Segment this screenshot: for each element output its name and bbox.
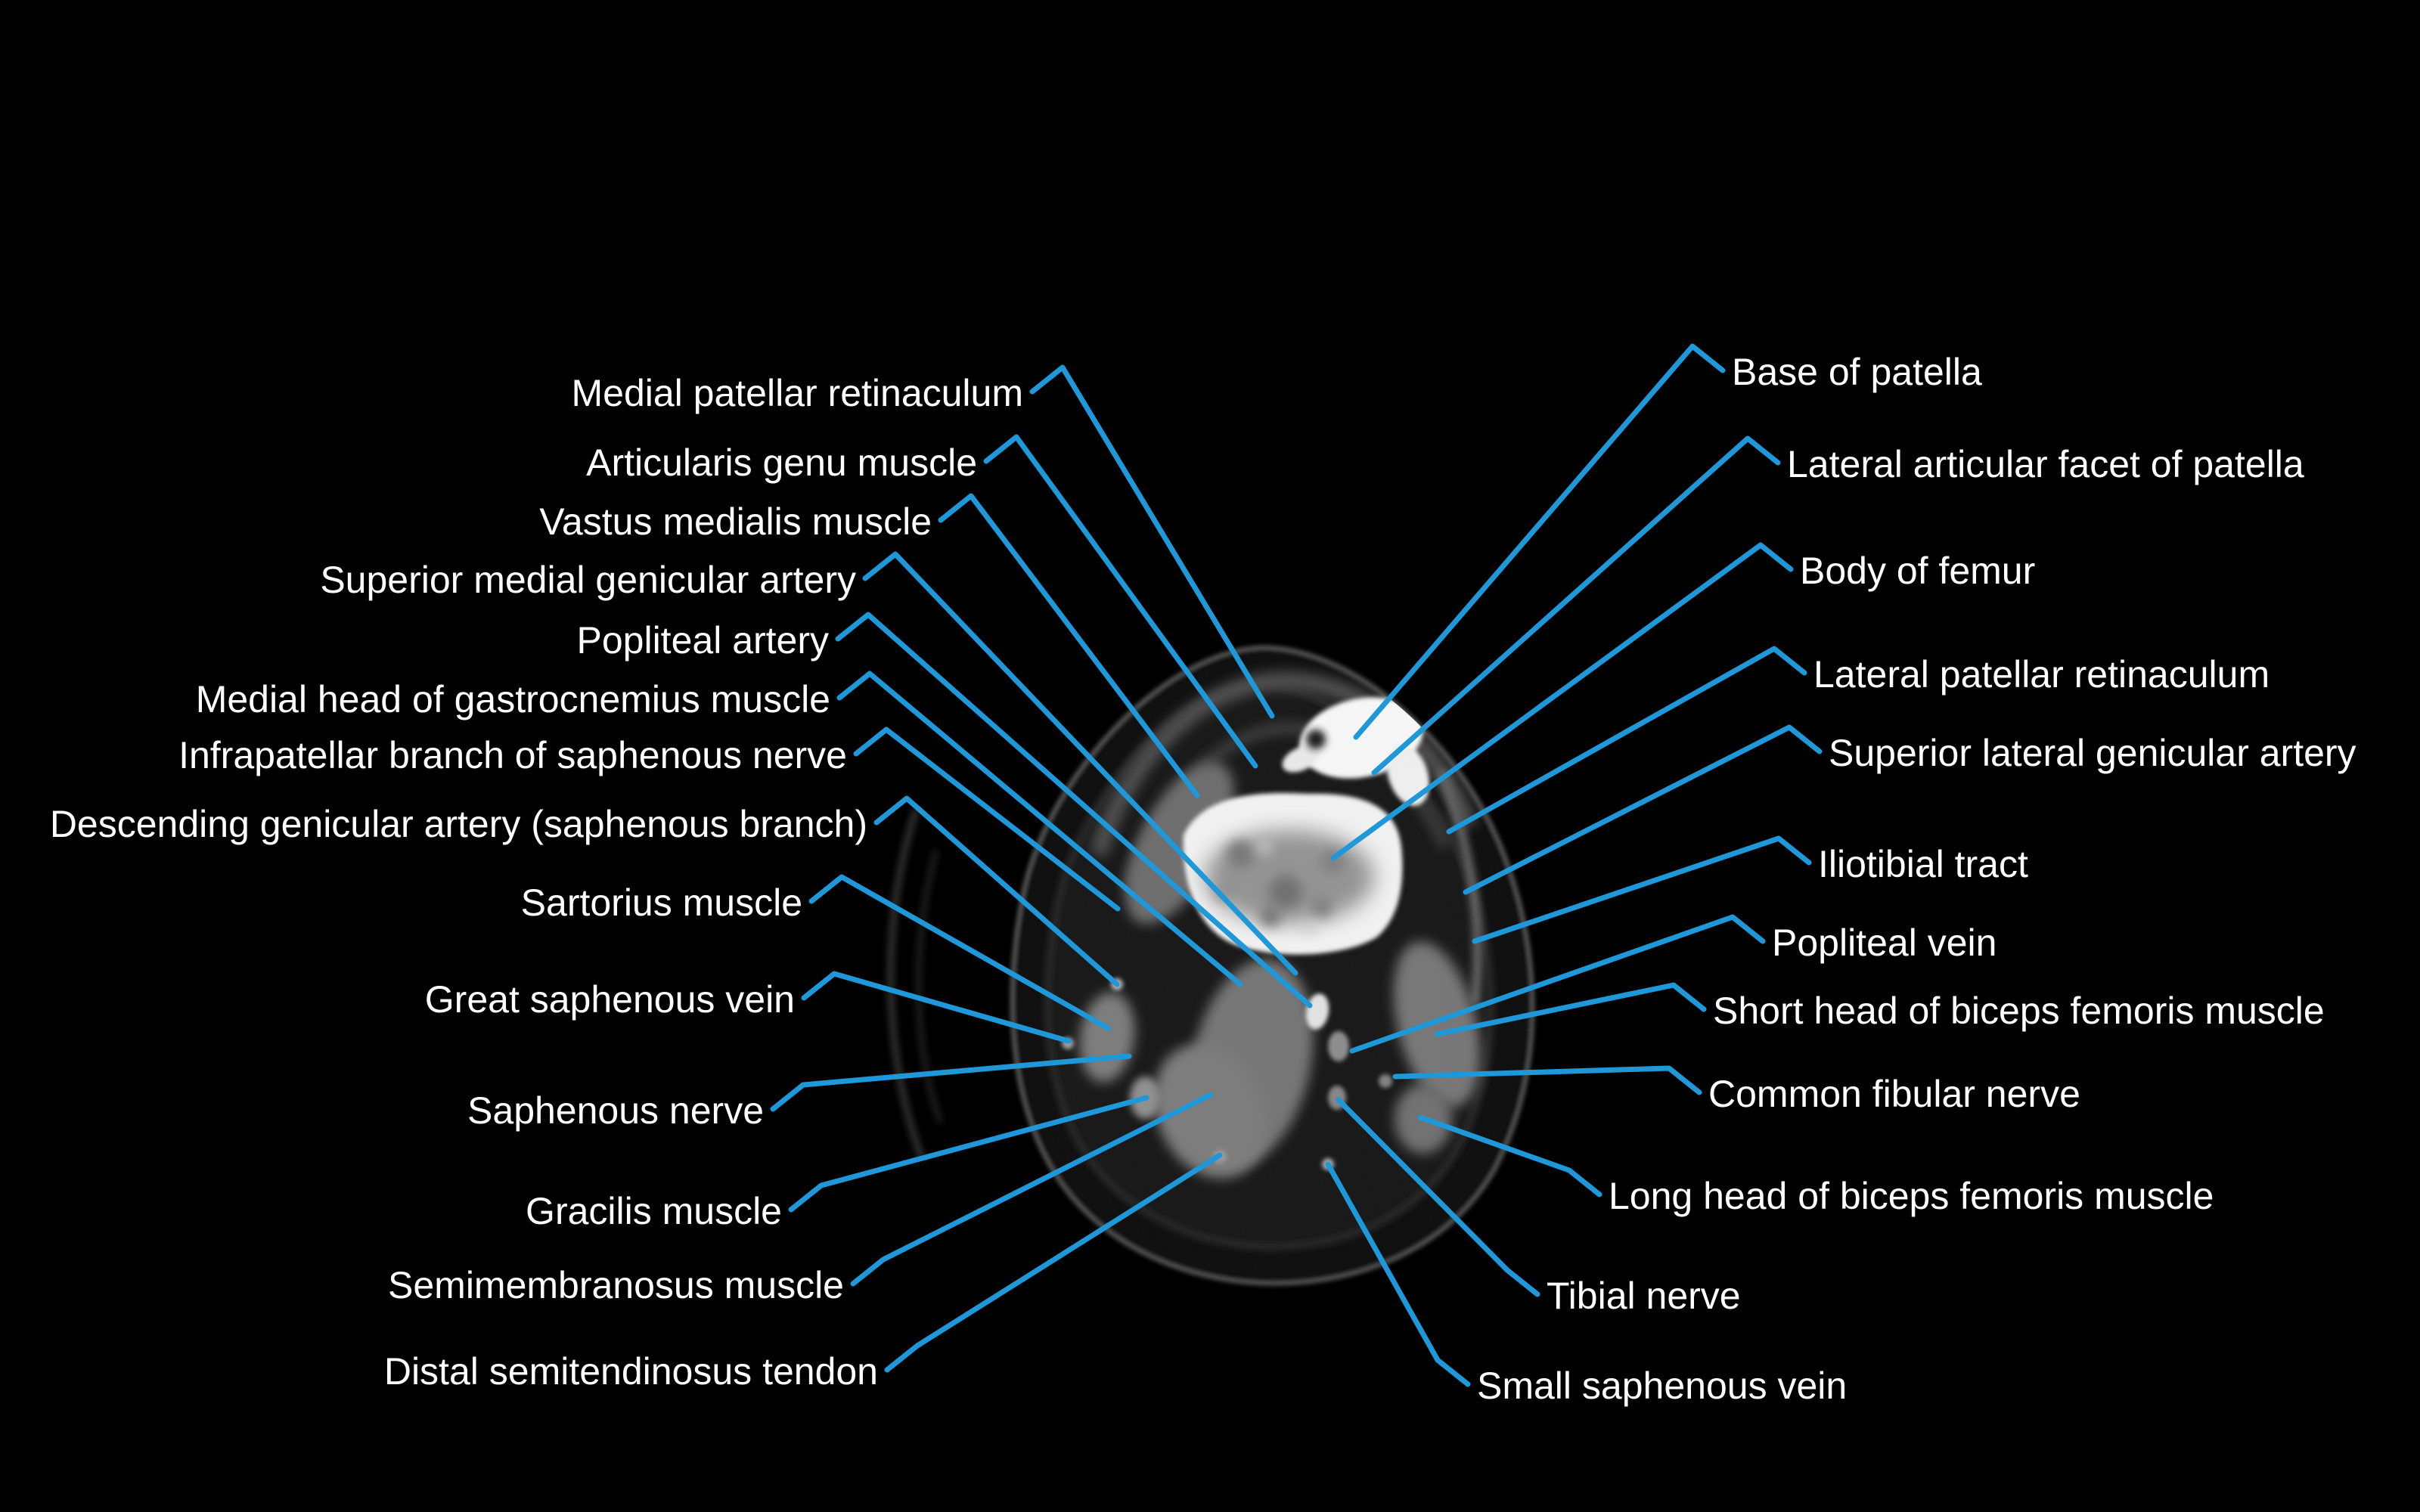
anatomy-label-medial-patellar-retinaculum: Medial patellar retinaculum [571,372,1023,414]
leader-line-saphenous-nerve [770,1053,1132,1112]
anatomy-label-vastus-medialis-muscle: Vastus medialis muscle [539,500,932,543]
leader-line-descending-genicular-artery-saphenous-branch [873,795,1120,987]
leader-line-medial-head-of-gastrocnemius-muscle [836,671,1243,987]
anatomy-label-lateral-patellar-retinaculum: Lateral patellar retinaculum [1813,653,2270,696]
leader-line-common-fibular-nerve [1392,1065,1702,1095]
anatomy-label-iliotibial-tract: Iliotibial tract [1818,843,2028,885]
contralateral-leg-inner-edge [917,850,943,1123]
anatomy-label-superior-lateral-genicular-artery: Superior lateral genicular artery [1829,732,2356,774]
anatomy-label-base-of-patella: Base of patella [1732,351,1982,393]
anatomy-label-tibial-nerve: Tibial nerve [1547,1275,1741,1317]
anatomy-label-long-head-of-biceps-femoris-muscle: Long head of biceps femoris muscle [1609,1175,2214,1217]
leader-line-body-of-femur [1330,542,1794,861]
leader-line-base-of-patella [1353,343,1726,740]
leader-line-vastus-medialis-muscle [938,493,1200,798]
anatomy-label-lateral-articular-facet-of-patella: Lateral articular facet of patella [1787,443,2304,485]
leader-line-lateral-patellar-retinaculum [1446,646,1807,835]
leader-line-long-head-of-biceps-femoris-muscle [1417,1114,1602,1198]
leader-line-distal-semitendinosus-tendon [884,1152,1223,1373]
anatomy-label-saphenous-nerve: Saphenous nerve [467,1089,764,1132]
anatomy-label-descending-genicular-artery-saphenous-branch: Descending genicular artery (saphenous b… [50,803,867,845]
anatomy-label-small-saphenous-vein: Small saphenous vein [1477,1365,1847,1407]
leader-line-popliteal-artery [835,612,1313,1009]
anatomy-label-medial-head-of-gastrocnemius-muscle: Medial head of gastrocnemius muscle [196,678,830,720]
leader-line-short-head-of-biceps-femoris-muscle [1434,982,1707,1037]
anatomy-label-gracilis-muscle: Gracilis muscle [526,1190,782,1232]
anatomy-label-distal-semitendinosus-tendon: Distal semitendinosus tendon [384,1350,878,1393]
anatomy-label-great-saphenous-vein: Great saphenous vein [425,978,795,1021]
leader-line-articularis-genu-muscle [983,434,1258,769]
leader-line-lateral-articular-facet-of-patella [1371,435,1781,776]
anatomy-label-semimembranosus-muscle: Semimembranosus muscle [388,1264,844,1306]
leader-line-popliteal-vein [1349,914,1766,1054]
leader-line-tibial-nerve [1336,1097,1540,1297]
anatomy-label-body-of-femur: Body of femur [1800,550,2035,592]
leader-line-great-saphenous-vein [801,971,1072,1044]
leader-line-superior-medial-genicular-artery [862,551,1298,976]
leader-line-gracilis-muscle [788,1095,1150,1213]
anatomy-label-common-fibular-nerve: Common fibular nerve [1708,1073,2080,1115]
contralateral-leg-edge [888,808,925,1162]
anatomy-label-short-head-of-biceps-femoris-muscle: Short head of biceps femoris muscle [1713,990,2325,1032]
anatomy-label-superior-medial-genicular-artery: Superior medial genicular artery [320,559,856,601]
leader-line-medial-patellar-retinaculum [1029,364,1275,719]
leader-line-infrapatellar-branch-of-saphenous-nerve [853,727,1121,912]
anatomy-label-infrapatellar-branch-of-saphenous-nerve: Infrapatellar branch of saphenous nerve [178,734,847,776]
leader-line-semimembranosus-muscle [850,1092,1214,1287]
anatomy-label-popliteal-artery: Popliteal artery [577,619,830,662]
leader-line-superior-lateral-genicular-artery [1463,724,1823,895]
anatomy-label-popliteal-vein: Popliteal vein [1772,922,1996,964]
anatomy-label-articularis-genu-muscle: Articularis genu muscle [586,442,977,484]
leader-line-small-saphenous-vein [1325,1161,1471,1387]
leader-line-iliotibial-tract [1472,835,1812,944]
anatomy-label-sartorius-muscle: Sartorius muscle [521,881,802,924]
leader-line-sartorius-muscle [808,874,1111,1031]
